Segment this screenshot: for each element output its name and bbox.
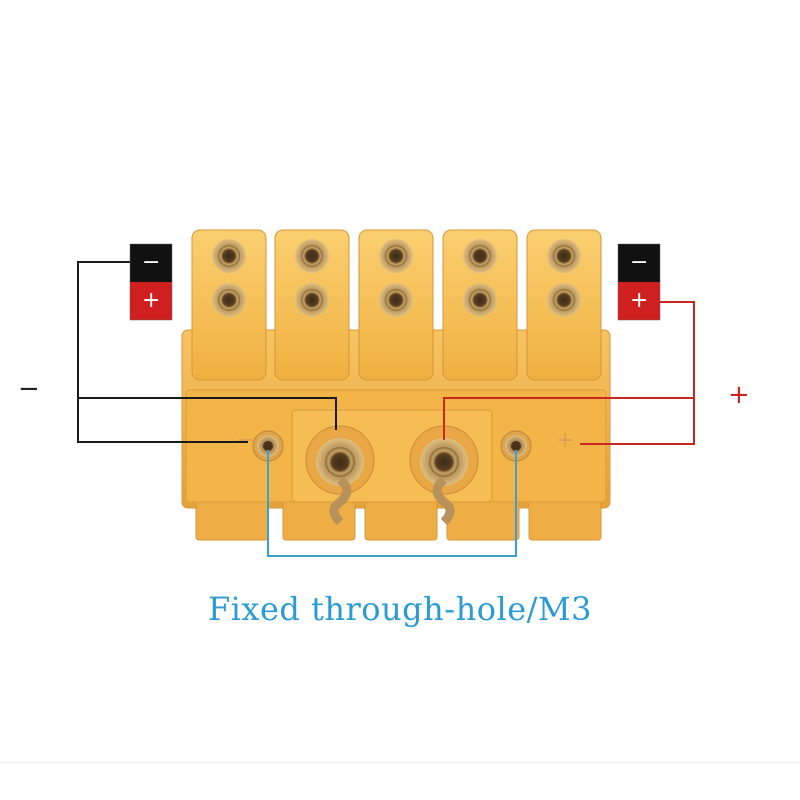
housing-positive-mark: +: [556, 428, 575, 453]
badge-left-negative-sign: −: [142, 250, 161, 275]
outer-negative-label: −: [18, 374, 40, 404]
m3-threaded-inserts: [252, 430, 532, 462]
positive-wire: [443, 301, 695, 445]
bottom-divider: [0, 762, 800, 763]
socket-tower-5: [526, 229, 602, 381]
socket-towers: [191, 229, 602, 381]
badge-right-positive-sign: +: [630, 288, 649, 313]
battery-badge-right: [617, 243, 661, 321]
badge-right-negative-sign: −: [630, 250, 649, 275]
socket-tower-4: [442, 229, 518, 381]
power-terminal-block: [291, 409, 493, 526]
negative-wire: [77, 261, 337, 443]
socket-tower-3: [358, 229, 434, 381]
socket-tower-1: [191, 229, 267, 381]
caption-text: Fixed through-hole/M3: [207, 590, 593, 628]
socket-tower-2: [274, 229, 350, 381]
badge-left-positive-sign: +: [142, 288, 161, 313]
mount-wire: [267, 450, 517, 557]
housing-negative-mark: −: [236, 428, 255, 453]
battery-badge-left: [129, 243, 173, 321]
outer-positive-label: +: [728, 380, 750, 410]
